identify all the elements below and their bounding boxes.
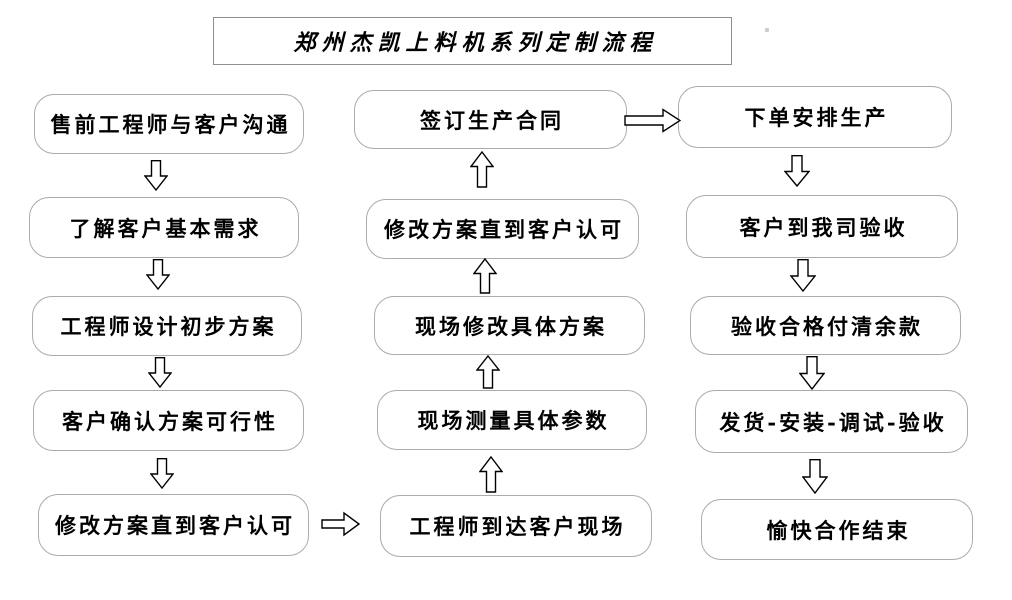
down-arrow-icon (144, 160, 168, 191)
right-node-5: 愉快合作结束 (701, 499, 973, 560)
left-node-4: 客户确认方案可行性 (33, 390, 304, 451)
middle-node-4: 现场测量具体参数 (377, 390, 647, 450)
right-arrow-icon (624, 108, 681, 133)
down-arrow-icon (148, 357, 172, 388)
down-arrow-icon (146, 259, 170, 290)
middle-node-5: 工程师到达客户现场 (380, 495, 652, 557)
left-node-2: 了解客户基本需求 (29, 197, 299, 258)
down-arrow-icon (790, 259, 816, 292)
left-node-3: 工程师设计初步方案 (32, 296, 302, 356)
right-node-1: 下单安排生产 (678, 86, 952, 148)
up-arrow-icon (479, 456, 503, 493)
right-node-3: 验收合格付清余款 (690, 296, 961, 355)
up-arrow-icon (470, 151, 494, 188)
left-node-5: 修改方案直到客户认可 (38, 494, 309, 556)
down-arrow-icon (784, 155, 810, 187)
down-arrow-icon (802, 459, 828, 494)
right-arrow-icon (321, 511, 360, 537)
down-arrow-icon (799, 356, 825, 390)
flowchart-title: 郑州杰凯上料机系列定制流程 (213, 17, 732, 65)
middle-node-2: 修改方案直到客户认可 (366, 199, 639, 259)
up-arrow-icon (476, 355, 500, 389)
middle-node-1: 签订生产合同 (354, 90, 627, 149)
right-node-4: 发货-安装-调试-验收 (695, 390, 968, 453)
stray-dot (765, 28, 769, 32)
left-node-1: 售前工程师与客户沟通 (34, 94, 304, 154)
down-arrow-icon (150, 458, 174, 489)
middle-node-3: 现场修改具体方案 (374, 296, 645, 355)
right-node-2: 客户到我司验收 (686, 195, 958, 258)
up-arrow-icon (473, 258, 497, 294)
